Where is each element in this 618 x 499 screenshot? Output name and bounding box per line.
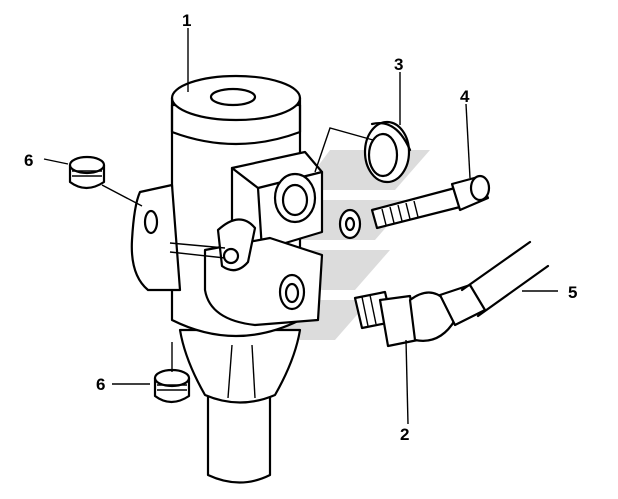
leader-lines [43, 28, 558, 425]
callout-6-lower: 6 [96, 375, 105, 394]
plug-upper [68, 155, 106, 190]
callout-4: 4 [460, 87, 470, 106]
callout-1: 1 [182, 11, 191, 30]
callout-3: 3 [394, 55, 403, 74]
callout-5: 5 [568, 283, 577, 302]
valve-body [130, 74, 324, 484]
callout-2: 2 [400, 425, 409, 444]
washer [338, 208, 362, 240]
sealing-ring [363, 120, 412, 184]
plug-lower [153, 368, 191, 404]
hose [460, 240, 550, 318]
elbow-fitting [353, 283, 487, 348]
bolt [370, 174, 491, 230]
callout-6-upper: 6 [24, 151, 33, 170]
